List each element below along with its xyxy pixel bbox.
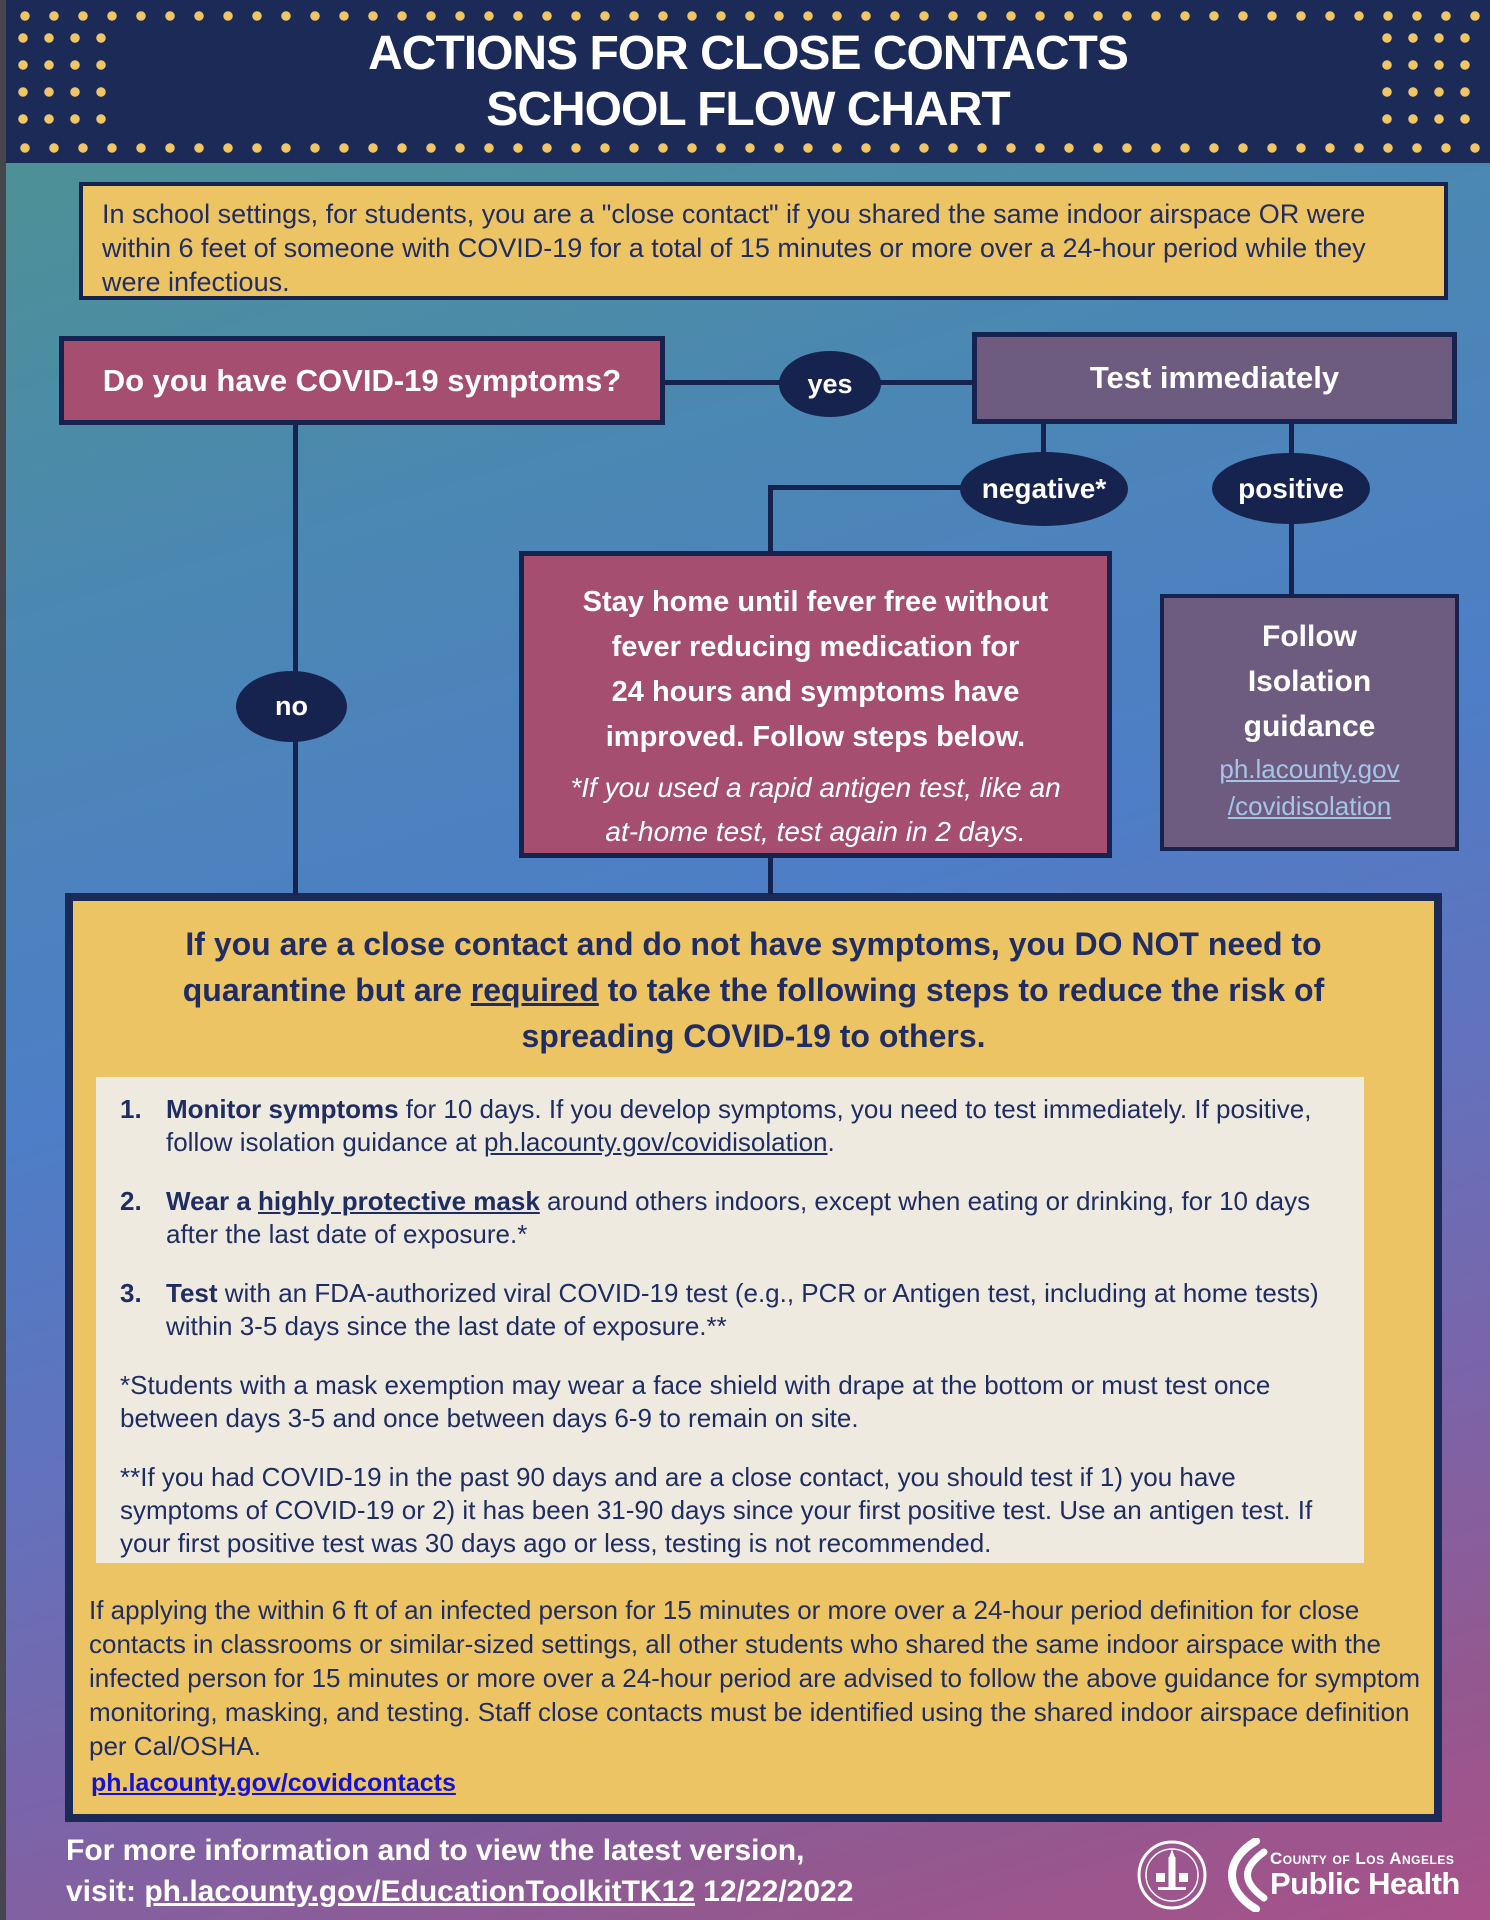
connector-question-yes bbox=[664, 380, 780, 385]
list-item-3-number: 3. bbox=[120, 1278, 142, 1308]
list-item-1: 1. Monitor symptoms for 10 days. If you … bbox=[120, 1093, 1336, 1159]
question-text: Do you have COVID-19 symptoms? bbox=[102, 362, 622, 398]
connector-negative-stayhome bbox=[768, 485, 773, 553]
footer-line2: visit: ph.lacounty.gov/EducationToolkitT… bbox=[66, 1871, 853, 1912]
logo-county-text: County of Los Angeles bbox=[1270, 1849, 1455, 1868]
footer-line1: For more information and to view the lat… bbox=[66, 1834, 805, 1867]
test-immediately-box: Test immediately bbox=[972, 332, 1457, 424]
stay-home-box: Stay home until fever free without fever… bbox=[519, 551, 1112, 858]
logo-text: County of Los Angeles Public Health bbox=[1270, 1850, 1460, 1900]
list-item-2-number: 2. bbox=[120, 1186, 142, 1216]
footer-line2-segments[interactable]: visit: ph.lacounty.gov/EducationToolkitT… bbox=[66, 1875, 854, 1908]
yes-oval: yes bbox=[779, 351, 881, 417]
covidisolation-box-link[interactable]: ph.lacounty.gov /covidisolation bbox=[1219, 754, 1400, 821]
list-item-2-text: Wear a highly protective mask around oth… bbox=[166, 1186, 1311, 1249]
connector-no-vertical bbox=[293, 424, 298, 895]
no-oval: no bbox=[236, 671, 347, 742]
negative-label: negative* bbox=[981, 473, 1107, 504]
connector-test-positive bbox=[1289, 422, 1294, 454]
public-health-logo: County of Los Angeles Public Health bbox=[1136, 1838, 1460, 1912]
connector-test-negative bbox=[1041, 422, 1046, 453]
covidcontacts-link[interactable]: ph.lacounty.gov/covidcontacts bbox=[91, 1769, 456, 1797]
steps-heading: If you are a close contact and do not ha… bbox=[182, 926, 1325, 1054]
connector-negative-horizontal bbox=[768, 485, 962, 490]
window-edge bbox=[0, 0, 6, 1920]
follow-isolation-box: Follow Isolation guidance ph.lacounty.go… bbox=[1160, 594, 1459, 851]
negative-oval: negative* bbox=[960, 452, 1128, 526]
connector-yes-test bbox=[880, 380, 973, 385]
county-seal-icon bbox=[1137, 1840, 1207, 1910]
connector-positive-follow bbox=[1289, 522, 1294, 596]
list-item-2: 2. Wear a highly protective mask around … bbox=[120, 1185, 1336, 1251]
logo-dept-text: Public Health bbox=[1270, 1866, 1460, 1901]
no-label: no bbox=[275, 691, 308, 721]
positive-oval: positive bbox=[1212, 453, 1370, 524]
header-banner: ACTIONS FOR CLOSE CONTACTS SCHOOL FLOW C… bbox=[6, 0, 1490, 163]
footnote-2: **If you had COVID-19 in the past 90 day… bbox=[120, 1462, 1313, 1558]
list-item-1-text: Monitor symptoms for 10 days. If you dev… bbox=[166, 1094, 1312, 1157]
steps-panel: If you are a close contact and do not ha… bbox=[65, 893, 1442, 1822]
question-box: Do you have COVID-19 symptoms? bbox=[59, 336, 665, 425]
connector-stayhome-steps bbox=[768, 856, 773, 895]
follow-isolation-text: Follow Isolation guidance bbox=[1243, 620, 1376, 743]
test-immediately-text: Test immediately bbox=[1089, 360, 1340, 395]
list-item-3-text: Test with an FDA-authorized viral COVID-… bbox=[166, 1278, 1319, 1341]
intro-box: In school settings, for students, you ar… bbox=[79, 182, 1448, 300]
steps-list-panel: 1. Monitor symptoms for 10 days. If you … bbox=[96, 1077, 1364, 1563]
footnote-1: *Students with a mask exemption may wear… bbox=[120, 1370, 1271, 1433]
page-title-line1: ACTIONS FOR CLOSE CONTACTS bbox=[368, 26, 1129, 80]
dot-pattern-top bbox=[20, 11, 1480, 21]
dot-pattern-left bbox=[18, 33, 118, 137]
dot-pattern-right bbox=[1382, 33, 1482, 137]
yes-label: yes bbox=[807, 368, 853, 399]
list-item-1-number: 1. bbox=[120, 1094, 142, 1124]
list-item-3: 3. Test with an FDA-authorized viral COV… bbox=[120, 1277, 1336, 1343]
intro-text: In school settings, for students, you ar… bbox=[102, 199, 1366, 297]
faces-icon bbox=[1228, 1838, 1268, 1912]
closing-paragraph: If applying the within 6 ft of an infect… bbox=[89, 1595, 1421, 1761]
stay-home-note: *If you used a rapid antigen test, like … bbox=[570, 772, 1061, 847]
footer-info: For more information and to view the lat… bbox=[66, 1830, 853, 1912]
stay-home-text: Stay home until fever free without fever… bbox=[582, 586, 1049, 753]
positive-label: positive bbox=[1238, 472, 1344, 504]
dot-pattern-bottom bbox=[20, 143, 1480, 153]
page-title-line2: SCHOOL FLOW CHART bbox=[486, 82, 1010, 136]
